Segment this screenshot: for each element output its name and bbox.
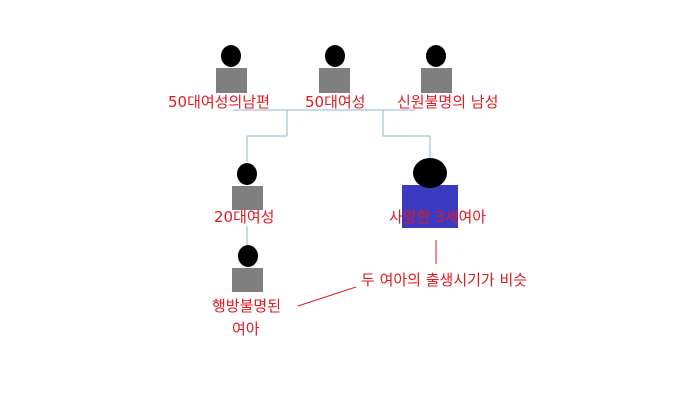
annotation-text: 두 여아의 출생시기가 비슷 (361, 271, 528, 289)
label-missing-girl-line2: 여아 (232, 320, 260, 338)
pointer-to-missing-girl (297, 286, 357, 307)
person-woman50 (319, 45, 350, 93)
person-woman20 (232, 163, 263, 210)
annotation-pointers (297, 240, 437, 307)
person-head (325, 45, 345, 67)
person-icon (216, 68, 247, 93)
label-missing-girl-line1: 행방불명된 (212, 297, 282, 315)
person-unknown-man (421, 45, 452, 93)
person-icon (402, 185, 458, 228)
label-woman20: 20대여성 (214, 208, 275, 226)
label-husband: 50대여성의남편 (168, 93, 270, 111)
person-head (221, 45, 241, 67)
person-missing-girl (232, 245, 263, 292)
connector-lines (233, 109, 431, 250)
label-woman50: 50대여성 (305, 93, 366, 111)
label-dead-girl: 사망한 3세여아 (389, 208, 487, 226)
person-icon (319, 68, 350, 93)
person-head (413, 158, 447, 188)
person-icon (421, 68, 452, 93)
person-husband (216, 45, 247, 93)
person-dead-girl (402, 158, 458, 228)
person-icon (232, 186, 263, 210)
person-head (426, 45, 446, 67)
person-icon (232, 268, 263, 292)
right-couple-line (382, 110, 431, 160)
label-unknown-man: 신원불명의 남성 (397, 93, 499, 111)
person-head (237, 163, 257, 185)
person-head (238, 245, 258, 267)
